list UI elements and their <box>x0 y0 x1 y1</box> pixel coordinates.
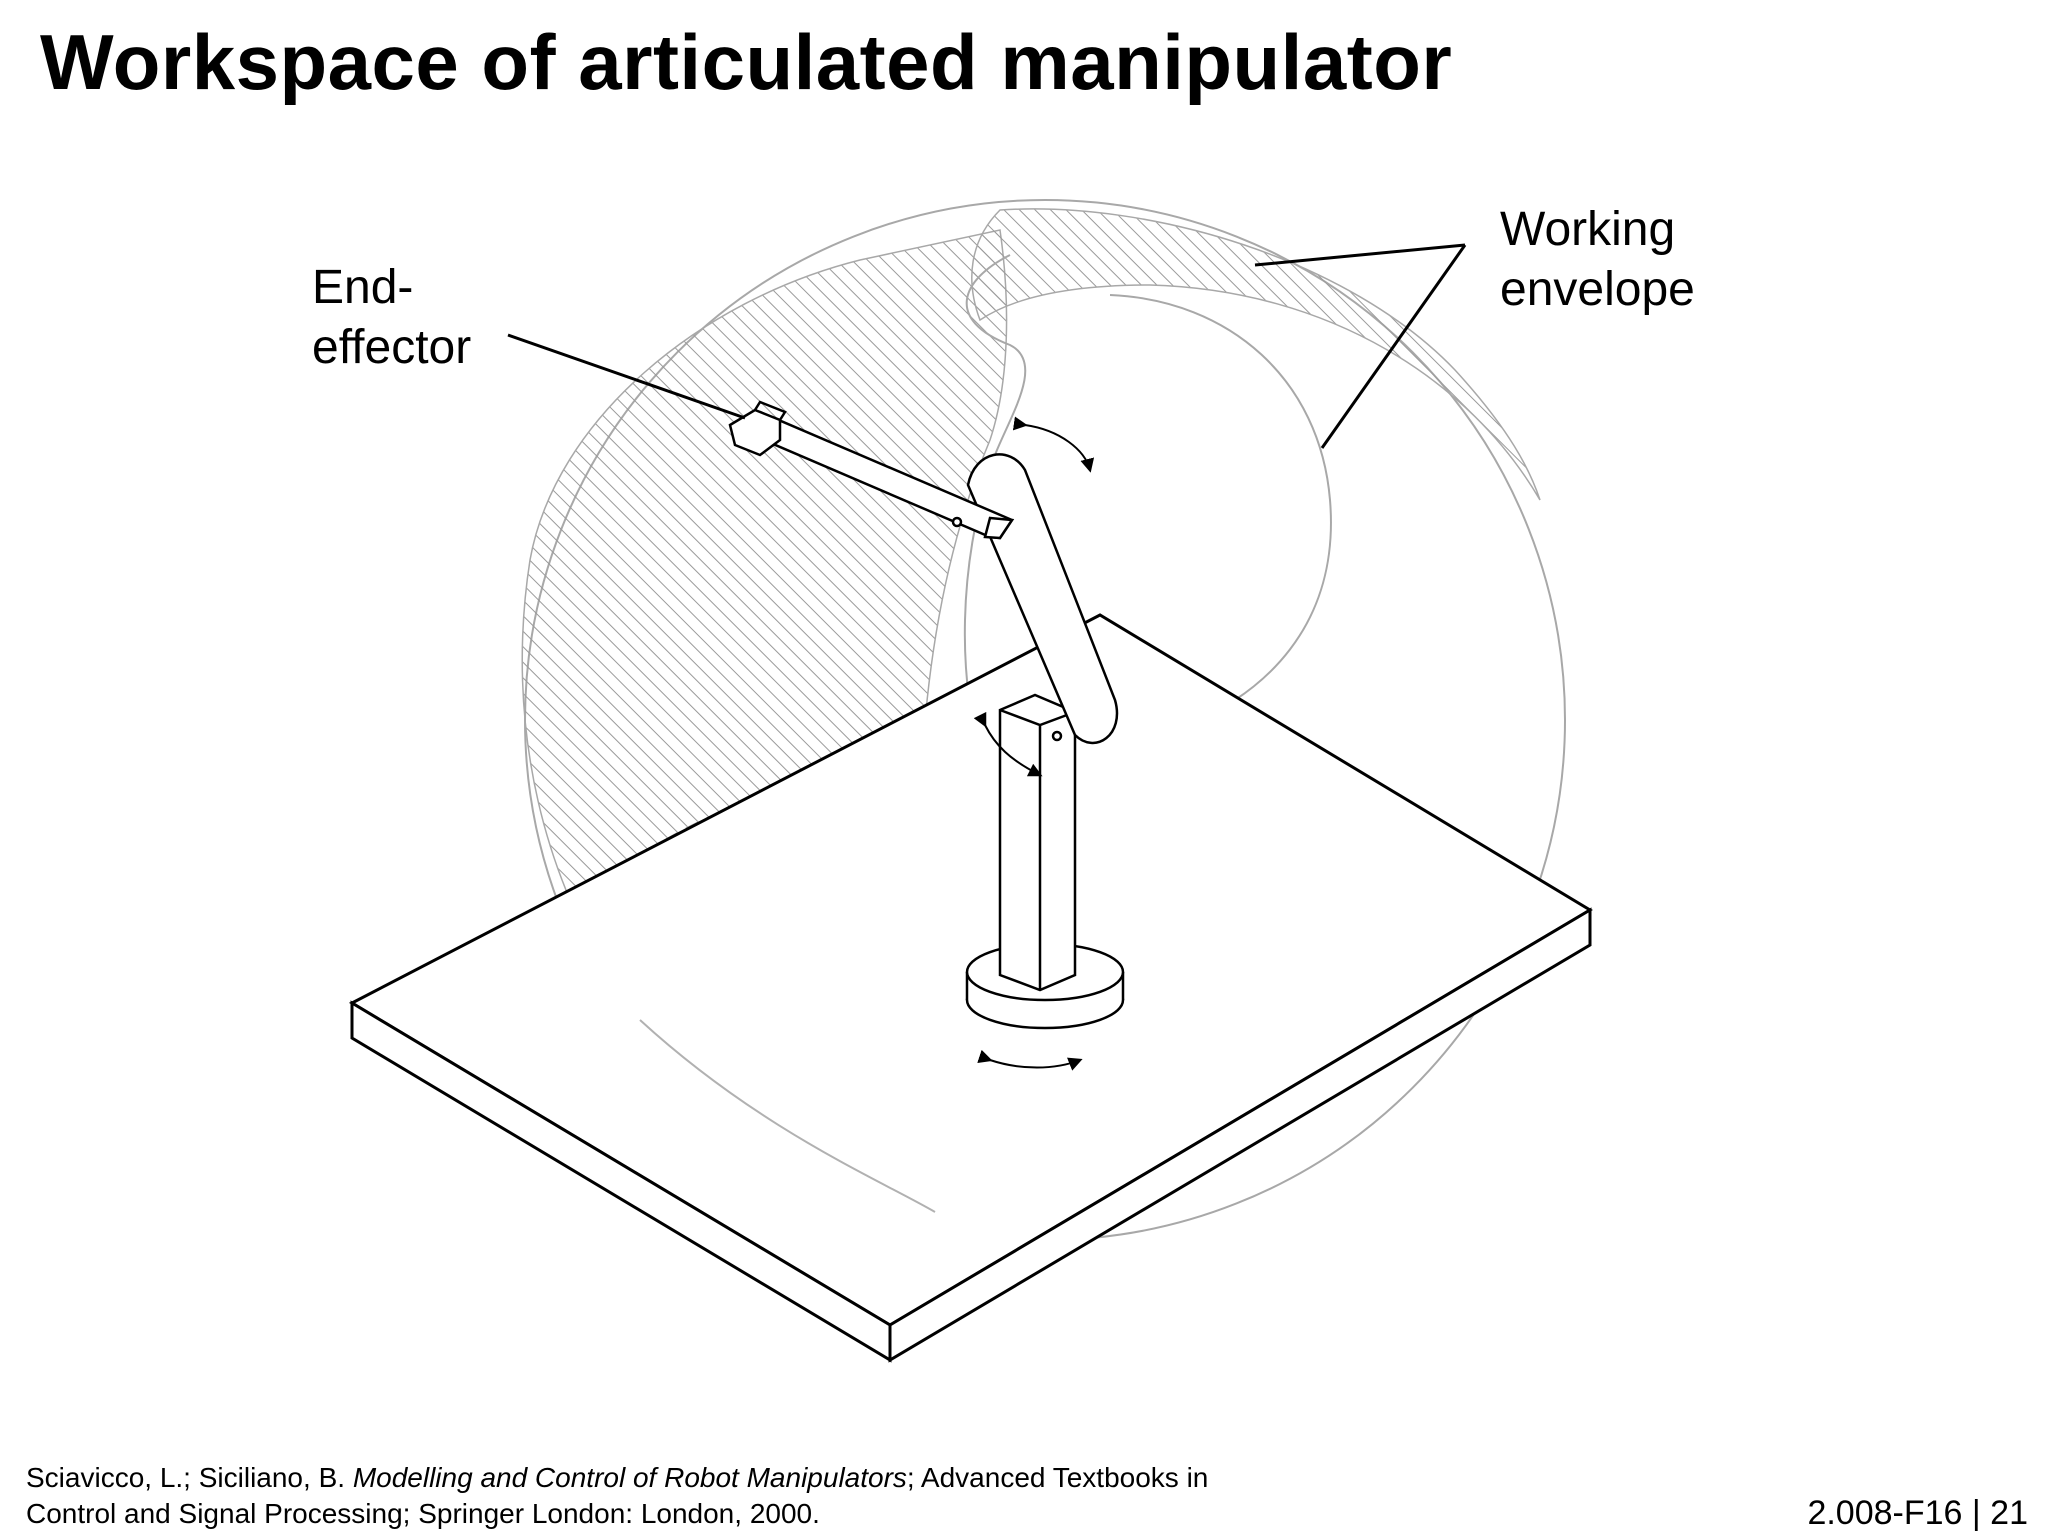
end-effector-label-line1: End- <box>312 261 414 314</box>
robot-column <box>998 693 1077 992</box>
envelope-leader-top <box>1254 243 1466 267</box>
elbow-rotation-arrow <box>1012 416 1095 473</box>
citation-book-title: Modelling and Control of Robot Manipulat… <box>352 1462 907 1493</box>
slide-number: 2.008-F16 | 21 <box>1807 1494 2028 1532</box>
citation-series: ; Advanced Textbooks in <box>906 1462 1209 1493</box>
citation: Sciavicco, L.; Siciliano, B. Modelling a… <box>26 1460 1208 1532</box>
hatched-section-top <box>971 208 1541 501</box>
working-envelope-label-line1: Working <box>1500 203 1676 256</box>
base-rotation-arrow <box>977 1049 1083 1071</box>
end-effector-leader <box>507 333 746 420</box>
page-title: Workspace of articulated manipulator <box>40 18 1453 106</box>
citation-authors: Sciavicco, L.; Siciliano, B. <box>26 1462 346 1493</box>
citation-line2: Control and Signal Processing; Springer … <box>26 1497 820 1529</box>
working-envelope-label: Working envelope <box>1500 200 1695 320</box>
leader-lines <box>507 243 1467 449</box>
end-effector <box>728 400 787 457</box>
robot-manipulator <box>728 400 1125 1030</box>
shoulder-rotation-arrow <box>973 711 1043 777</box>
envelope-leader-bottom <box>1320 244 1467 449</box>
working-envelope-label-line2: envelope <box>1500 263 1695 316</box>
inner-void-boundary <box>963 254 1332 771</box>
end-effector-label: End- effector <box>312 258 471 378</box>
citation-line1: Sciavicco, L.; Siciliano, B. Modelling a… <box>26 1460 1208 1496</box>
end-effector-label-line2: effector <box>312 321 472 374</box>
joint-rotation-arrows <box>973 416 1095 1071</box>
